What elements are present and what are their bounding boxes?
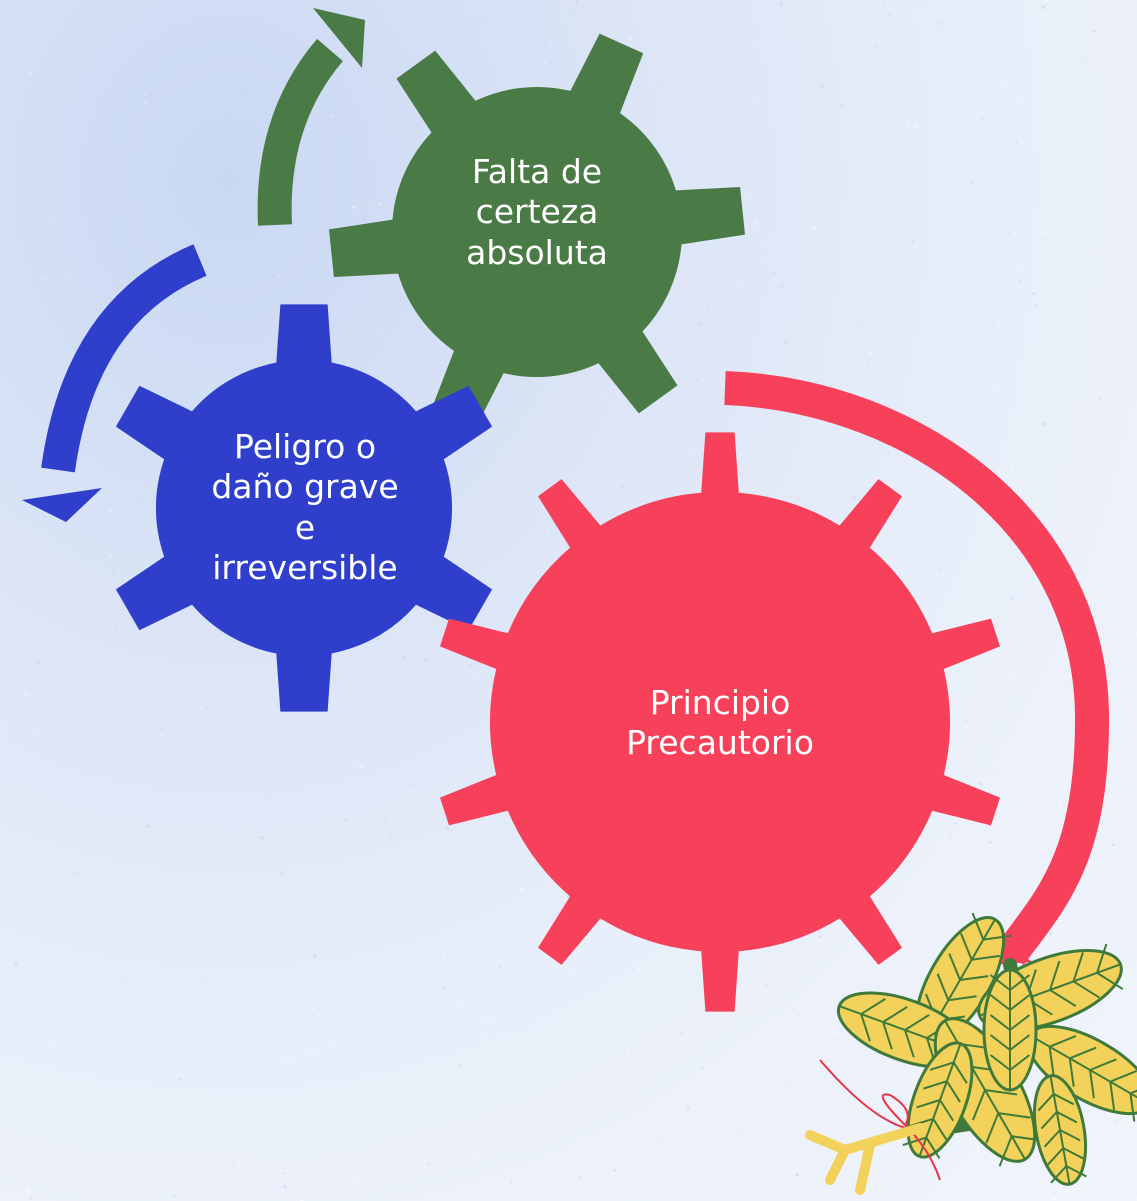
label-falta-de-certeza: Falta de certeza absoluta (466, 152, 608, 272)
label-principio-precautorio: Principio Precautorio (626, 682, 814, 762)
gear-falta-de-certeza (329, 33, 745, 431)
leaf (1033, 1074, 1087, 1186)
green-arrow (257, 8, 365, 226)
gear-principio-precautorio (440, 432, 1000, 1012)
blue-arrow (22, 244, 207, 522)
gear-peligro (115, 304, 493, 712)
leaf (982, 968, 1038, 1092)
label-peligro: Peligro o daño grave e irreversible (211, 427, 399, 587)
leaves-with-ribbon-icon (805, 912, 1137, 1195)
